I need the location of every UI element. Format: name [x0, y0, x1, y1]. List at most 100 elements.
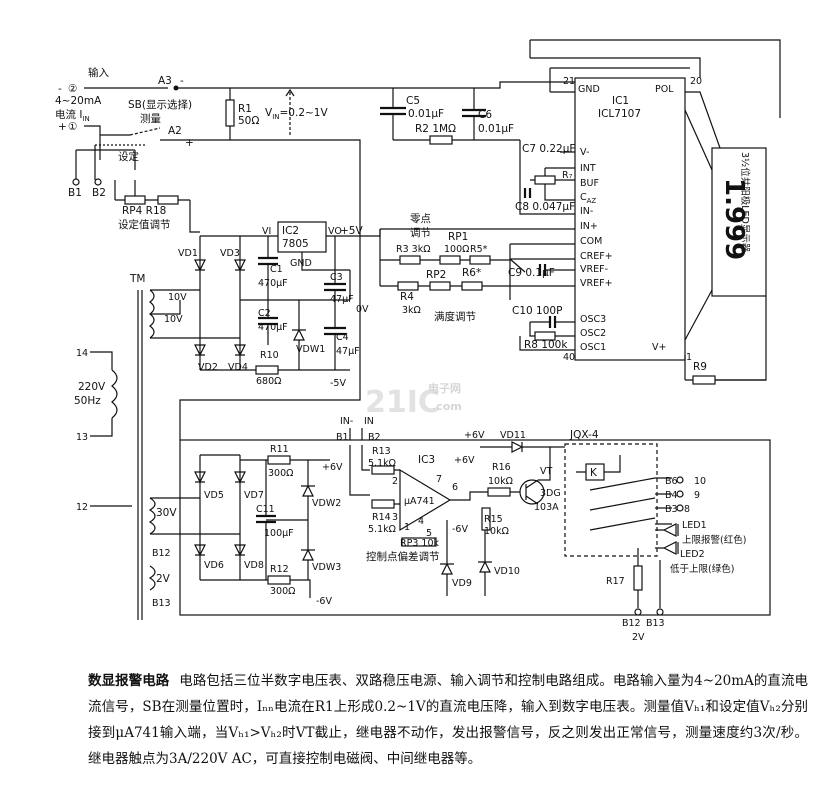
r11-label: R11	[270, 444, 289, 455]
terminal-b2	[94, 178, 102, 186]
c10-label: C10 100P	[512, 305, 562, 317]
ten-v-b: 10V	[164, 314, 183, 325]
r14-label: R14	[372, 512, 391, 523]
potentiometer-rp3[interactable]	[401, 537, 437, 547]
ic2-part: 7805	[282, 238, 309, 250]
control-board-outline	[179, 439, 771, 616]
input-range: 4~20mA	[55, 95, 102, 107]
resistor-r1	[225, 99, 235, 127]
resistor-r9	[692, 375, 716, 385]
resistor-r3	[399, 255, 421, 265]
rp1-value: 100Ω	[444, 244, 469, 255]
r2-label: R2 1MΩ	[415, 123, 456, 135]
ic1-pin-vrefm: VREF-	[580, 264, 608, 275]
c3-value: 47μF	[330, 294, 354, 305]
led1	[662, 523, 679, 537]
minus6v-b-label: -6V	[452, 524, 468, 535]
arrow	[285, 88, 295, 97]
r12-label: R12	[270, 564, 289, 575]
minus6v-label: -6V	[316, 596, 332, 607]
c5-value: 0.01μF	[408, 108, 444, 120]
potentiometer-rp1[interactable]	[439, 255, 461, 265]
ten-v-a: 10V	[168, 292, 187, 303]
vd9-label: VD9	[452, 578, 472, 589]
switch-sb[interactable]	[129, 127, 161, 136]
zener-vdw2	[301, 484, 315, 497]
r4-label: R4	[400, 291, 414, 303]
resistor-r12	[267, 575, 291, 585]
ic1-pin-gnd: GND	[578, 84, 600, 95]
zener-vdw1	[292, 328, 306, 341]
watermark-cn: 电子网	[428, 381, 461, 395]
caption-title: 数显报警电路	[88, 673, 170, 689]
vdw1-label: VDW1	[296, 344, 325, 355]
vd1-label: VD1	[178, 248, 198, 259]
ic1-pin-buf: BUF	[580, 178, 599, 189]
ic1-pin-com: COM	[580, 236, 602, 247]
potentiometer-rp2[interactable]	[429, 281, 451, 291]
caption-body: 电路包括三位半数字电压表、双路稳压电源、输入调节和控制电路组成。电路输入量为4~…	[88, 673, 808, 767]
r5-label: R5*	[470, 244, 488, 255]
wire	[637, 548, 661, 608]
tm-label: TM	[129, 273, 145, 285]
watermark-com: .com	[432, 400, 462, 413]
circuit-schematic: 21IC 电子网 .com IC1 ICL7107 GND POL 21 20 …	[55, 39, 781, 643]
relay-label: JQX-4	[569, 429, 599, 441]
ic2-7805	[277, 221, 327, 253]
ic1-pin-int: INT	[580, 163, 596, 174]
relay-contacts	[589, 477, 656, 531]
resistor-r11	[267, 455, 291, 465]
c11-value: 100μF	[264, 528, 294, 539]
wire	[199, 454, 241, 581]
pin12-label: 12	[76, 502, 88, 513]
resistor-r5	[469, 255, 491, 265]
wire	[446, 520, 486, 596]
diode-vd4	[234, 344, 246, 357]
zero-v-label: 0V	[356, 304, 369, 315]
resistor-r14	[371, 499, 395, 509]
diode-vd3	[234, 259, 246, 272]
led-display-value: 1.999	[719, 178, 749, 260]
rp4-r18-label: RP4 R18	[122, 205, 166, 217]
led2-desc: 低于上限(绿色)	[670, 563, 734, 575]
potentiometer-rp4[interactable]	[124, 195, 146, 205]
r8-label: R8 100k	[524, 339, 568, 351]
figure-caption: 数显报警电路电路包括三位半数字电压表、双路稳压电源、输入调节和控制电路组成。电路…	[88, 668, 808, 772]
ic1-pin-vminus: V-	[580, 147, 589, 158]
ic1-part: ICL7107	[598, 108, 641, 120]
diode-vd2	[194, 344, 206, 357]
wire	[179, 150, 361, 440]
set-adjust-label: 设定值调节	[118, 218, 171, 231]
c6-value: 0.01μF	[478, 123, 514, 135]
led1-desc: 上限报警(红色)	[682, 534, 746, 546]
c5-label: C5	[406, 95, 420, 107]
led1-label: LED1	[682, 520, 707, 531]
sb-label: SB(显示选择)	[128, 98, 192, 111]
minus5v-label: -5V	[330, 378, 346, 389]
wire	[230, 139, 361, 150]
c6-label: C6	[478, 109, 492, 121]
diode-vd8	[234, 544, 246, 557]
wire	[655, 477, 672, 525]
r3-label: R3 3kΩ	[396, 244, 430, 255]
wire	[349, 428, 363, 440]
r12-value: 300Ω	[270, 586, 295, 597]
diode-vd10	[478, 560, 492, 573]
resistor-r2	[429, 135, 453, 145]
capacitor-c10	[548, 316, 557, 328]
wire	[550, 446, 621, 473]
terminal-b6	[676, 476, 684, 484]
resistor-r10	[255, 365, 279, 375]
r16-label: R16	[492, 462, 511, 473]
pin10-label: 10	[694, 476, 706, 487]
opamp-ua741	[399, 468, 452, 532]
capacitor-c3	[324, 282, 346, 292]
c2-value: 470μF	[258, 322, 288, 333]
r11-value: 300Ω	[268, 468, 293, 479]
wire	[684, 289, 713, 341]
terminal-b3	[676, 504, 684, 512]
wire	[766, 39, 781, 118]
vd2-label: VD2	[198, 362, 218, 373]
wire	[240, 579, 311, 598]
ic2-vo: VO	[328, 226, 342, 237]
